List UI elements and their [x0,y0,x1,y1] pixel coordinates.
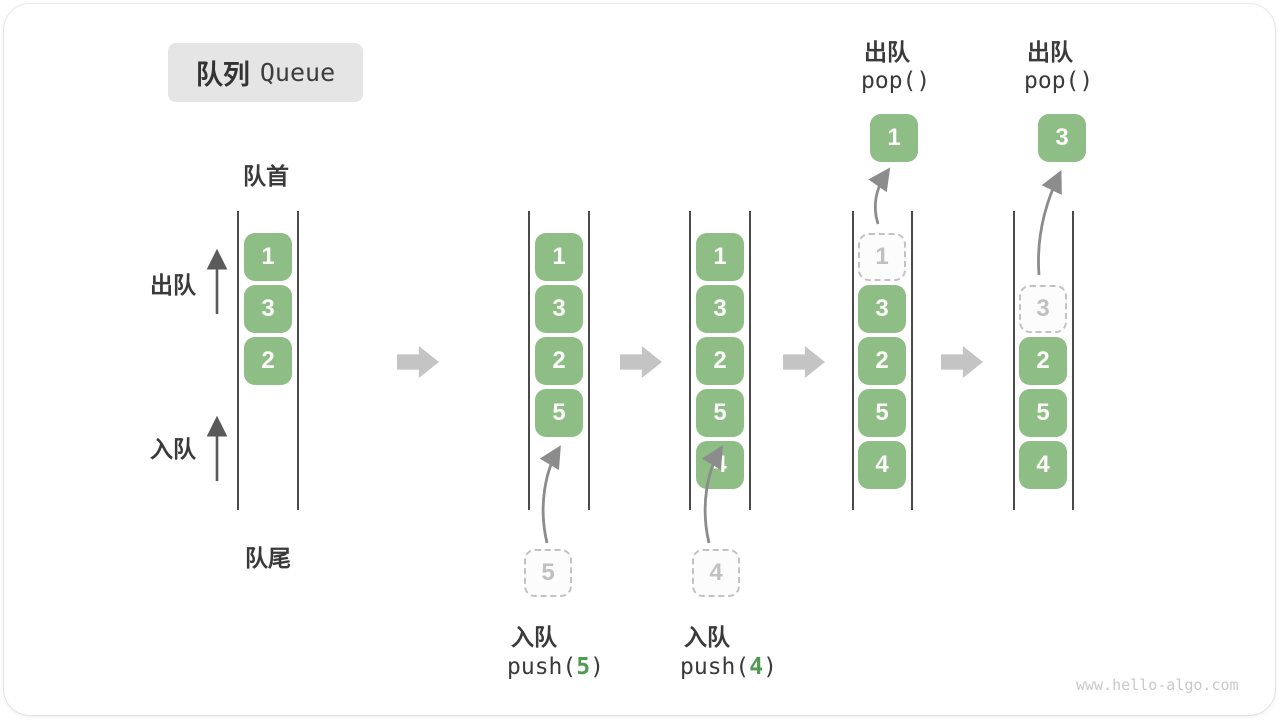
queue-5-popped-item: 3 [1038,114,1086,162]
queue-1-right-wall [297,211,299,510]
queue-3-item: 4 [696,441,744,489]
title-en: Queue [259,58,336,87]
push4-code-pre: push( [680,654,750,680]
label-queue-front: 队首 [243,163,289,189]
label-dequeue: 出队 [150,272,196,298]
queue-4-item: 4 [858,441,906,489]
queue-2-right-wall [588,211,590,510]
queue-3-right-wall [749,211,751,510]
queue-4-item: 3 [858,285,906,333]
queue-1-item: 2 [244,337,292,385]
queue-5-ghost-item: 3 [1019,285,1067,333]
queue-1-left-wall [237,211,239,510]
queue-2-item: 5 [535,389,583,437]
label-queue-rear: 队尾 [245,545,291,571]
pop1-action-label: 出队 [864,39,910,65]
push5-code-arg: 5 [576,654,591,680]
queue-4-popped-item: 1 [870,114,918,162]
queue-5-left-wall [1013,211,1015,510]
queue-3-left-wall [689,211,691,510]
queue-5-right-wall [1072,211,1074,510]
queue-4-item: 5 [858,389,906,437]
push5-code-pre: push( [507,654,577,680]
queue-3-item: 1 [696,233,744,281]
pop3-code-label: pop() [1024,68,1094,94]
queue-2-item: 2 [535,337,583,385]
queue-2-staged-item: 5 [524,549,572,597]
queue-4-ghost-item: 1 [858,233,906,281]
pop1-code-label: pop() [861,68,931,94]
push5-action-label: 入队 [511,624,557,650]
label-enqueue: 入队 [150,436,196,462]
queue-1-item: 3 [244,285,292,333]
queue-2-item: 3 [535,285,583,333]
queue-5-item: 5 [1019,389,1067,437]
pop3-action-label: 出队 [1027,39,1073,65]
push4-action-label: 入队 [684,624,730,650]
queue-2-left-wall [528,211,530,510]
queue-5-item: 4 [1019,441,1067,489]
watermark: www.hello-algo.com [1076,676,1239,694]
push5-code-post: ) [590,654,604,680]
queue-1-item: 1 [244,233,292,281]
queue-3-item: 5 [696,389,744,437]
title-zh: 队列 [195,60,250,90]
queue-5-item: 2 [1019,337,1067,385]
title-badge: 队列 Queue [168,43,363,102]
push4-code-post: ) [763,654,777,680]
queue-3-item: 3 [696,285,744,333]
push5-code-label: push(5) [507,654,604,680]
push4-code-arg: 4 [749,654,764,680]
queue-3-staged-item: 4 [692,549,740,597]
queue-2-item: 1 [535,233,583,281]
queue-3-item: 2 [696,337,744,385]
queue-4-left-wall [852,211,854,510]
queue-4-item: 2 [858,337,906,385]
push4-code-label: push(4) [680,654,777,680]
queue-4-right-wall [911,211,913,510]
